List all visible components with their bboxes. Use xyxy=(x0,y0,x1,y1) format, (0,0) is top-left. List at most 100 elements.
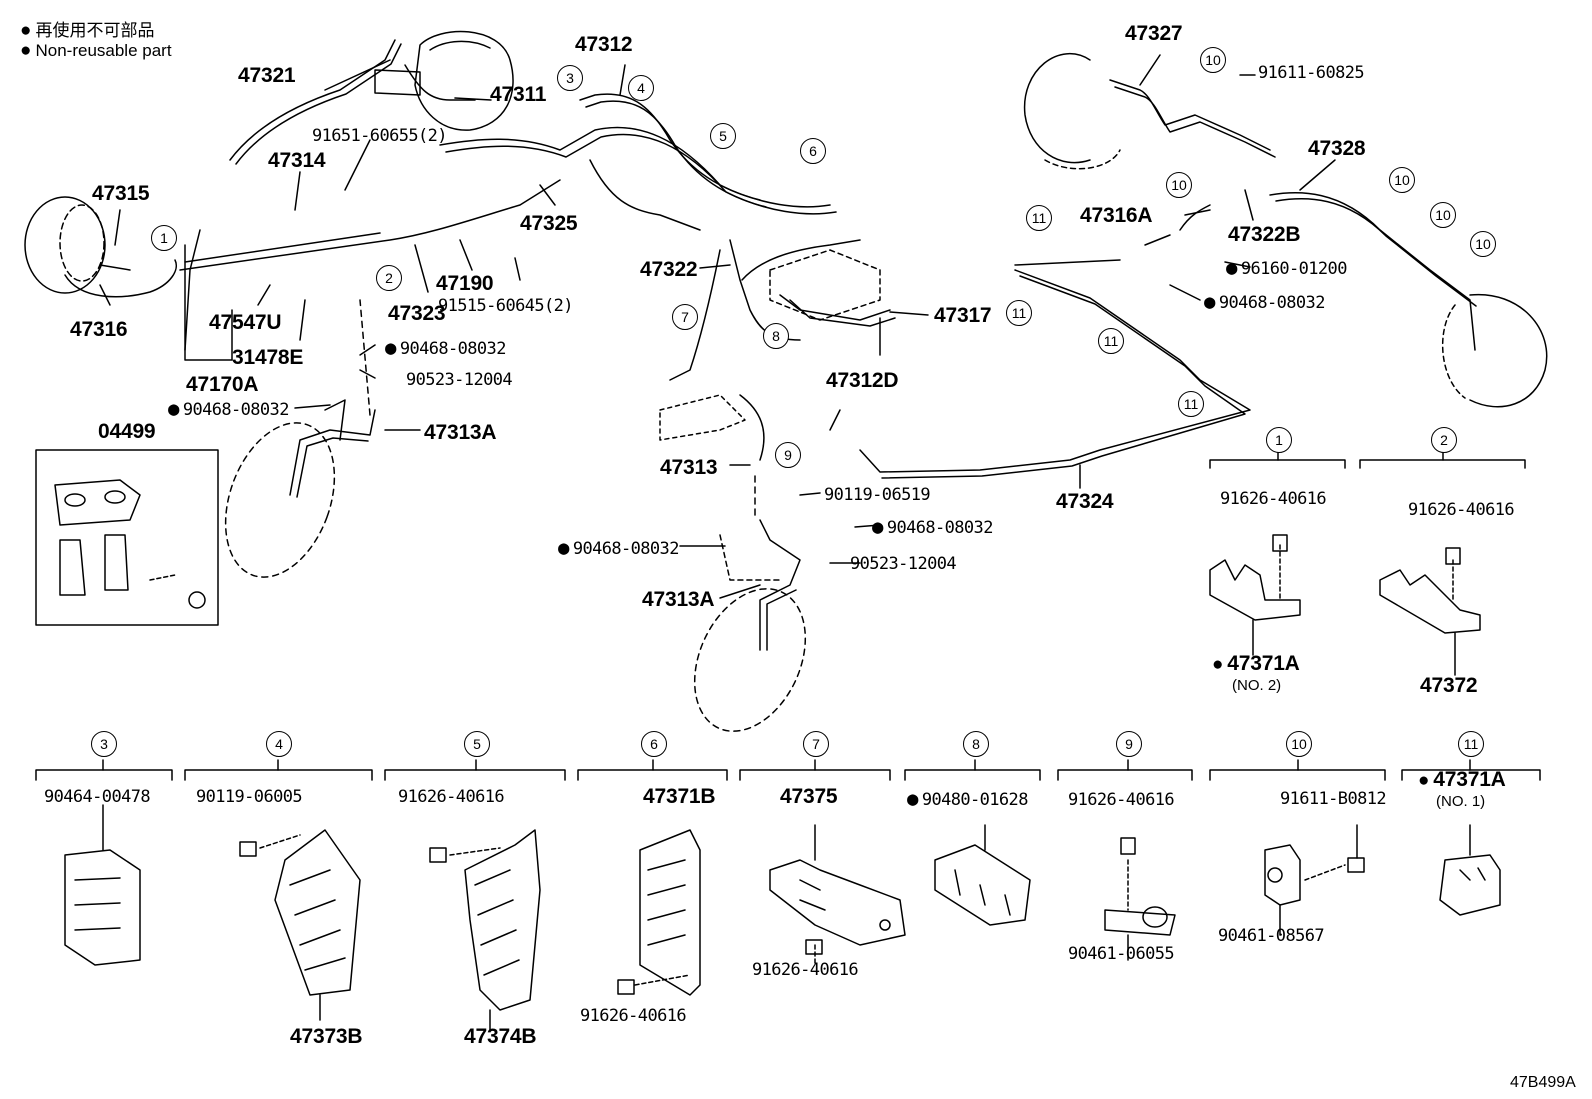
legend-jp: 再使用不可部品 xyxy=(20,16,154,42)
detail-callout-5: 5 xyxy=(464,731,490,757)
callout-5: 5 xyxy=(710,123,736,149)
part-47328: 47328 xyxy=(1308,137,1366,160)
callout-4: 4 xyxy=(628,75,654,101)
part-47314: 47314 xyxy=(268,149,326,172)
detail-10-bolt: 91611-B0812 xyxy=(1280,789,1387,809)
detail-8-part: 90480-01628 xyxy=(907,788,1029,810)
clip-90461-08567 xyxy=(1264,824,1365,936)
clip-90464-00478 xyxy=(64,804,141,966)
callout-11-a: 11 xyxy=(1026,205,1052,231)
part-90468-08032-b: 90468-08032 xyxy=(385,337,507,359)
part-31478E: 31478E xyxy=(232,346,304,369)
detail-2-part: 47372 xyxy=(1420,674,1478,697)
flex-hose-left xyxy=(224,299,376,578)
part-47316: 47316 xyxy=(70,318,128,341)
detail-brackets-top xyxy=(1209,447,1526,676)
part-47313A-b: 47313A xyxy=(642,588,715,611)
clip-47373B xyxy=(239,829,361,1021)
detail-callout-4: 4 xyxy=(266,731,292,757)
part-90523-12004-a: 90523-12004 xyxy=(406,370,513,390)
part-90523-12004-b: 90523-12004 xyxy=(850,554,957,574)
detail-callout-9: 9 xyxy=(1116,731,1142,757)
detail-5-part: 47374B xyxy=(464,1025,537,1048)
detail-callout-1: 1 xyxy=(1266,427,1292,453)
detail-11-part: 47371A xyxy=(1418,768,1506,792)
right-rear-drum-drawing xyxy=(1023,53,1276,170)
clip-47371A-no1 xyxy=(1439,824,1501,916)
detail-6-bolt: 91626-40616 xyxy=(580,1006,687,1026)
detail-callout-3: 3 xyxy=(91,731,117,757)
part-47321: 47321 xyxy=(238,64,296,87)
clip-90480-01628 xyxy=(934,824,1031,926)
clip-47375 xyxy=(769,824,906,966)
detail-1-note: (NO. 2) xyxy=(1232,677,1282,694)
callout-7: 7 xyxy=(672,304,698,330)
leader-lines xyxy=(99,54,1336,599)
part-47547U: 47547U xyxy=(209,311,282,334)
flex-hose-center xyxy=(693,474,807,732)
part-96160-01200: 96160-01200 xyxy=(1226,257,1348,279)
callout-10-c: 10 xyxy=(1389,167,1415,193)
callout-11-d: 11 xyxy=(1178,391,1204,417)
part-90468-08032-c: 90468-08032 xyxy=(168,398,290,420)
brake-booster-drawing xyxy=(229,30,514,165)
detail-callout-8: 8 xyxy=(963,731,989,757)
part-91515-60645: 91515-60645(2) xyxy=(438,296,573,316)
detail-10-part: 90461-08567 xyxy=(1218,926,1325,946)
part-47322B: 47322B xyxy=(1228,223,1301,246)
part-47316A: 47316A xyxy=(1080,204,1153,227)
part-90468-08032-a: 90468-08032 xyxy=(1204,291,1326,313)
main-brake-lines xyxy=(179,93,896,461)
detail-3-part: 90464-00478 xyxy=(44,787,151,807)
callout-3: 3 xyxy=(557,65,583,91)
callout-10-d: 10 xyxy=(1430,202,1456,228)
part-90119-06519: 90119-06519 xyxy=(824,485,931,505)
clip-47374B xyxy=(429,829,541,1031)
detail-9-bolt: 91626-40616 xyxy=(1068,790,1175,810)
part-47315: 47315 xyxy=(92,182,150,205)
part-47313A-a: 47313A xyxy=(424,421,497,444)
part-47190: 47190 xyxy=(436,272,494,295)
detail-brackets-bottom xyxy=(35,759,1541,781)
callout-2: 2 xyxy=(376,265,402,291)
part-47317: 47317 xyxy=(934,304,992,327)
part-47313: 47313 xyxy=(660,456,718,479)
detail-7-part: 47375 xyxy=(780,785,838,808)
part-47311: 47311 xyxy=(490,83,547,106)
part-91651-60655: 91651-60655(2) xyxy=(312,126,447,146)
detail-1-part: 47371A xyxy=(1212,652,1300,676)
callout-11-c: 11 xyxy=(1098,328,1124,354)
part-90468-08032-e: 90468-08032 xyxy=(558,537,680,559)
part-47323: 47323 xyxy=(388,302,446,325)
callout-10-b: 10 xyxy=(1166,172,1192,198)
detail-2-bolt: 91626-40616 xyxy=(1408,500,1515,520)
right-front-wheel-drawing xyxy=(1269,191,1548,408)
part-91611-60825: 91611-60825 xyxy=(1258,63,1365,83)
clip-90461-06055 xyxy=(1104,837,1176,961)
callout-10-a: 10 xyxy=(1200,47,1226,73)
part-47325: 47325 xyxy=(520,212,578,235)
part-90468-08032-d: 90468-08032 xyxy=(872,516,994,538)
left-rear-drum-drawing xyxy=(24,196,177,298)
detail-5-bolt: 91626-40616 xyxy=(398,787,505,807)
callout-9: 9 xyxy=(775,442,801,468)
detail-callout-6: 6 xyxy=(641,731,667,757)
callout-11-b: 11 xyxy=(1006,300,1032,326)
callout-8: 8 xyxy=(763,323,789,349)
detail-11-note: (NO. 1) xyxy=(1436,793,1486,810)
figure-code: 47B499A xyxy=(1510,1074,1576,1091)
part-47322: 47322 xyxy=(640,258,698,281)
detail-callout-2: 2 xyxy=(1431,427,1457,453)
callout-1: 1 xyxy=(151,225,177,251)
part-47312: 47312 xyxy=(575,33,633,56)
detail-9-part: 90461-06055 xyxy=(1068,944,1175,964)
kit-04499-box xyxy=(35,449,219,626)
callout-10-e: 10 xyxy=(1470,231,1496,257)
callout-6: 6 xyxy=(800,138,826,164)
detail-7-bolt: 91626-40616 xyxy=(752,960,859,980)
detail-callout-10: 10 xyxy=(1286,731,1312,757)
detail-4-bolt: 90119-06005 xyxy=(196,787,303,807)
part-47312D: 47312D xyxy=(826,369,899,392)
detail-4-part: 47373B xyxy=(290,1025,363,1048)
